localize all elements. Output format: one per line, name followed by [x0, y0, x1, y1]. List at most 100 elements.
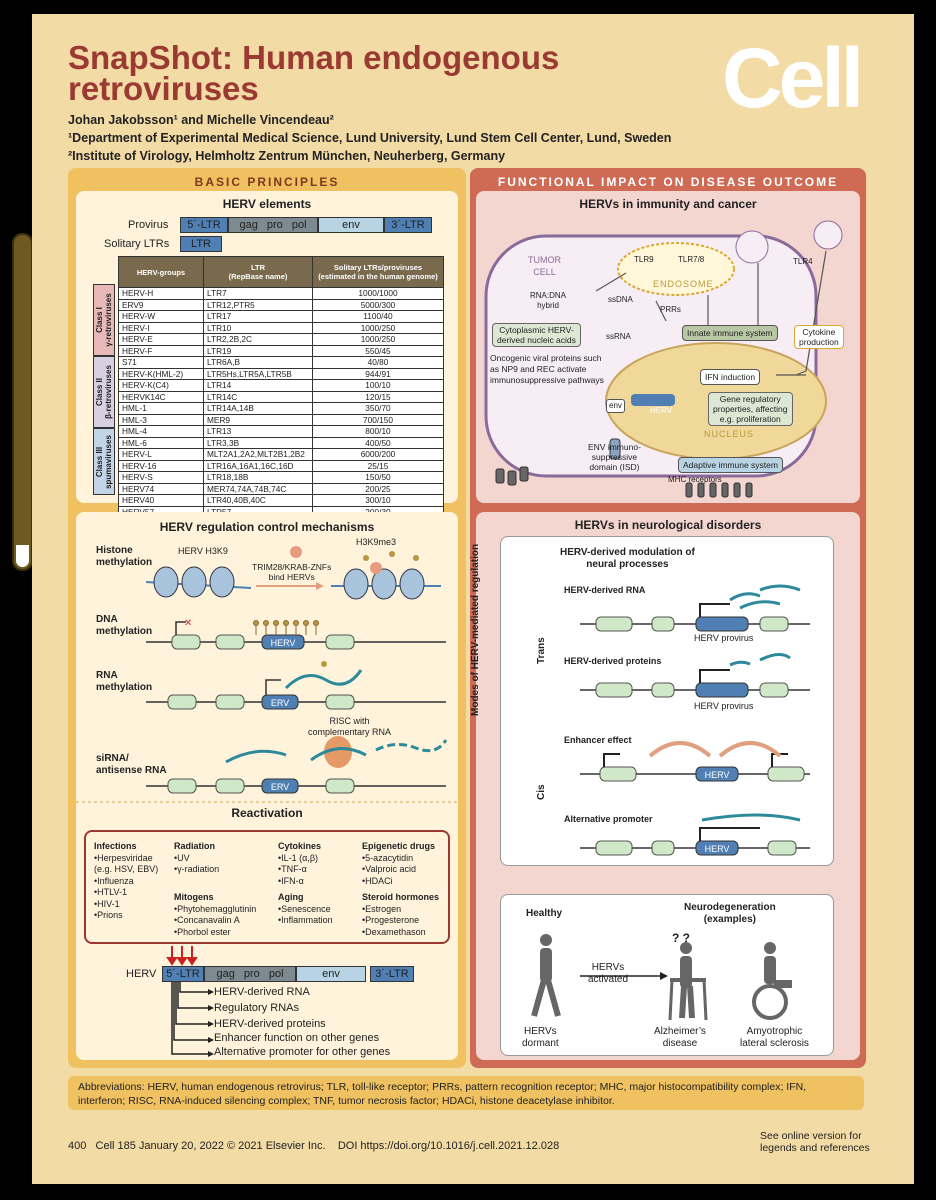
footer-online: See online version for legends and refer…: [760, 1130, 870, 1154]
cell-logo: Cell: [722, 31, 864, 125]
reactivation-infections: Infections•Herpesviridae(e.g. HSV, EBV)•…: [94, 841, 159, 920]
ltr5-block-2: 5´-LTR: [162, 966, 204, 982]
table-cell: 200/25: [312, 482, 444, 495]
walker-person-icon: [668, 942, 708, 1021]
page-title: SnapShot: Human endogenous retroviruses: [68, 39, 560, 107]
figures-diagram: [531, 934, 792, 1021]
table-cell: 6000/200: [312, 448, 444, 461]
rna-methylation-label: RNA methylation: [96, 670, 153, 693]
table-cell: 120/15: [312, 390, 444, 403]
table-cell: LTR7: [203, 287, 313, 300]
table-cell: 300/10: [312, 494, 444, 507]
histone-methylation-label: Histone methylation: [96, 545, 153, 568]
table-cell: S71: [118, 356, 204, 369]
herv-groups-table: HERV-groups LTR (RepBase name) Solitary …: [118, 256, 444, 518]
functional-impact-header: FUNCTIONAL IMPACT ON DISEASE OUTCOME: [497, 175, 839, 189]
table-cell: LTR3,3B: [203, 436, 313, 449]
alzheimer-label: Alzheimer’s disease: [654, 1026, 706, 1049]
sirna-row: ERV: [146, 736, 448, 794]
herv-tag: HERV: [705, 844, 730, 854]
footer: 400 Cell 185 January 20, 2022 © 2021 Els…: [68, 1140, 560, 1152]
table-cell: HERV-F: [118, 344, 204, 357]
modes-label: Modes of HERV-mediated regulation: [470, 543, 481, 716]
reactivation-outcome-diagram: [166, 946, 214, 1057]
ltr3-block-2: 3´-LTR: [370, 966, 414, 982]
table-cell: LTR40,40B,40C: [203, 494, 313, 507]
immunity-title: HERVs in immunity and cancer: [579, 197, 757, 211]
neuro-title: HERVs in neurological disorders: [574, 518, 762, 532]
abbreviations: Abbreviations: HERV, human endogenous re…: [68, 1076, 864, 1110]
walking-person-icon: [531, 934, 561, 1017]
table-cell: 1100/40: [312, 310, 444, 323]
table-cell: MLT2A1,2A2,MLT2B1,2B2: [203, 448, 313, 461]
neuro-gene-diagram: HERV HERV: [580, 584, 810, 856]
class-ii-label: Class II β-retroviruses: [93, 356, 115, 428]
gag-pro-pol-block: gag pro pol: [228, 217, 318, 233]
basic-principles-header: BASIC PRINCIPLES: [194, 175, 340, 189]
table-cell: HERV74: [118, 482, 204, 495]
table-cell: 550/45: [312, 344, 444, 357]
cis-label: Cis: [536, 784, 547, 800]
table-cell: 700/150: [312, 413, 444, 426]
table-cell: HERV-W: [118, 310, 204, 323]
als-label: Amyotrophic lateral sclerosis: [740, 1026, 809, 1049]
affiliation-2: ²Institute of Virology, Helmholtz Zentru…: [68, 149, 506, 163]
table-cell: HERV-K(HML-2): [118, 367, 204, 380]
derived-rna-label: HERV-derived RNA: [564, 585, 646, 595]
table-cell: 350/70: [312, 402, 444, 415]
solitary-ltrs-label: Solitary LTRs: [104, 238, 170, 250]
enhancer-label: Enhancer effect: [564, 735, 632, 745]
gene-regulatory-label: Gene regulatory properties, affecting e.…: [708, 392, 793, 426]
dna-methylation-label: DNA methylation: [96, 614, 153, 637]
regulation-title: HERV regulation control mechanisms: [159, 520, 375, 534]
scrollbar-thumb[interactable]: [16, 545, 29, 567]
class-i-label: Class I γ-retroviruses: [93, 284, 115, 356]
cytoplasmic-nucleic-acids: Cytoplasmic HERV- derived nucleic acids: [492, 323, 581, 347]
reactivation-box: [84, 830, 450, 944]
outcome-derived-proteins: HERV-derived proteins: [214, 1018, 326, 1030]
adaptive-immune-label: Adaptive immune system: [678, 457, 783, 473]
table-cell: LTR19: [203, 344, 313, 357]
outcome-enhancer: Enhancer function on other genes: [214, 1032, 380, 1044]
rna-dna-label: RNA:DNA hybrid: [530, 291, 567, 310]
table-cell: 400/50: [312, 436, 444, 449]
risc-label: RISC with complementary RNA: [308, 716, 392, 737]
table-cell: HML-3: [118, 413, 204, 426]
table-cell: LTR14A,14B: [203, 402, 313, 415]
nucleus-label: NUCLEUS: [704, 429, 755, 439]
healthy-label: Healthy: [526, 908, 563, 919]
ltr5-block: 5´-LTR: [180, 217, 228, 233]
trans-label: Trans: [536, 637, 547, 664]
table-cell: 1000/1000: [312, 287, 444, 300]
table-cell: 1000/250: [312, 333, 444, 346]
table-cell: 40/80: [312, 356, 444, 369]
scrollbar[interactable]: [12, 233, 33, 571]
table-cell: HML-4: [118, 425, 204, 438]
table-cell: LTR18,18B: [203, 471, 313, 484]
table-cell: HERV40: [118, 494, 204, 507]
table-cell: MER74,74A,74B,74C: [203, 482, 313, 495]
healthy-vs-neurodegeneration-box: [500, 894, 834, 1056]
ltr3-block: 3´-LTR: [384, 217, 432, 233]
rna-methylation-row: ERV: [146, 661, 446, 710]
table-cell: ERV9: [118, 298, 204, 311]
table-cell: LTR6A,B: [203, 356, 313, 369]
table-cell: LTR12,PTR5: [203, 298, 313, 311]
tlr9-label: TLR9: [634, 255, 654, 264]
env-block: env: [318, 217, 384, 233]
table-cell: 100/10: [312, 379, 444, 392]
modulation-box: [500, 536, 834, 866]
table-cell: LTR14: [203, 379, 313, 392]
class-iii-label: Class III spumaviruses: [93, 428, 115, 495]
reactivation-cytokines: Cytokines•IL-1 (α,β)•TNF-α•IFN-α: [278, 841, 322, 886]
